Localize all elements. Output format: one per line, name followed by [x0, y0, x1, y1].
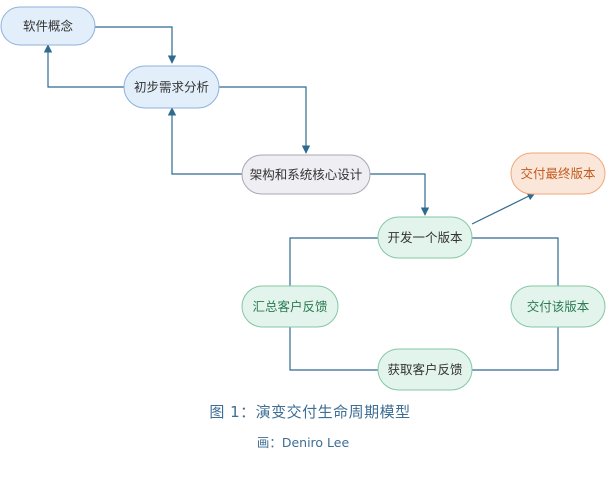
edge-develop-to-deliver-version [472, 237, 559, 286]
node-label: 软件概念 [23, 19, 74, 34]
edge-requirements-to-architecture [219, 86, 311, 154]
node-collect-feedback: 汇总客户反馈 [241, 285, 339, 328]
node-label: 开发一个版本 [387, 230, 463, 245]
node-deliver-final: 交付最终版本 [510, 152, 606, 195]
lifecycle-diagram: 软件概念 初步需求分析 架构和系统核心设计 开发一个版本 交付最终版本 汇总客户… [0, 6, 606, 391]
figure-credit: 画：Deniro Lee [256, 435, 350, 450]
node-requirements-analysis: 初步需求分析 [123, 65, 220, 109]
node-label: 初步需求分析 [134, 80, 209, 95]
edges [43, 26, 559, 371]
figure-caption: 图 1：演变交付生命周期模型 [209, 403, 411, 421]
node-label: 交付最终版本 [520, 166, 596, 181]
edge-obtain-to-collect-feedback [289, 327, 378, 371]
edge-concept-to-requirements [95, 26, 177, 64]
node-label: 汇总客户反馈 [252, 299, 327, 314]
node-architecture-design: 架构和系统核心设计 [241, 154, 371, 195]
edge-architecture-to-develop [370, 173, 430, 216]
node-label: 架构和系统核心设计 [250, 167, 363, 182]
node-obtain-feedback: 获取客户反馈 [377, 348, 473, 391]
edge-architecture-to-requirements [167, 107, 242, 175]
edge-requirements-to-concept [43, 44, 124, 88]
node-develop-version: 开发一个版本 [377, 216, 473, 259]
node-label: 获取客户反馈 [387, 362, 462, 377]
node-label: 交付该版本 [527, 299, 590, 314]
edge-collect-feedback-to-develop [289, 237, 378, 286]
edge-develop-to-final [471, 192, 536, 225]
node-deliver-version: 交付该版本 [510, 285, 606, 328]
node-software-concept: 软件概念 [0, 6, 96, 46]
edge-deliver-version-to-obtain-feedback [472, 327, 559, 371]
